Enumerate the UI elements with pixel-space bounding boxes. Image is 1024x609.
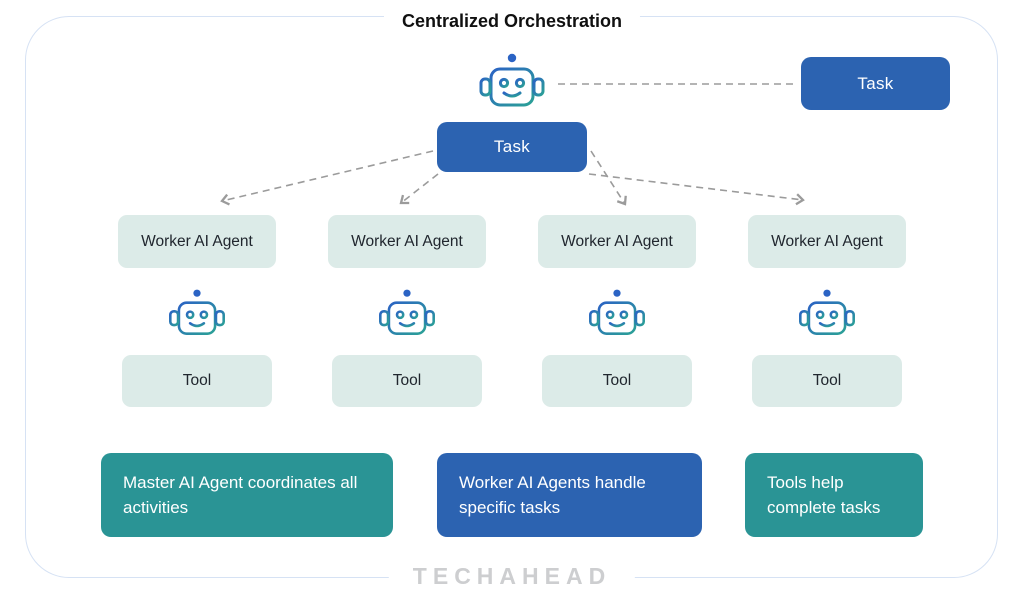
- techahead-logo: TECHAHEAD: [388, 562, 636, 590]
- worker-robot-icon-4: [799, 289, 855, 335]
- worker-robot-icon-3: [589, 289, 645, 335]
- worker-agent-node-3: Worker AI Agent: [538, 215, 696, 268]
- worker-agent-node-2: Worker AI Agent: [328, 215, 486, 268]
- worker-agent-node-4: Worker AI Agent: [748, 215, 906, 268]
- task-to-worker3-arrow: [590, 150, 627, 206]
- legend-tools: Tools help complete tasks: [745, 453, 923, 537]
- tool-node-3: Tool: [542, 355, 692, 407]
- page-title: Centralized Orchestration: [383, 8, 641, 34]
- task-node-right: Task: [801, 57, 950, 110]
- task-to-worker4-arrow: [588, 173, 805, 206]
- worker-agent-node-1: Worker AI Agent: [118, 215, 276, 268]
- task-node-main: Task: [437, 122, 587, 172]
- task-to-worker1-arrow: [220, 150, 434, 206]
- tool-node-2: Tool: [332, 355, 482, 407]
- tool-node-1: Tool: [122, 355, 272, 407]
- legend-worker-agents: Worker AI Agents handle specific tasks: [437, 453, 702, 537]
- task-to-worker2-arrow: [399, 173, 439, 205]
- worker-robot-icon-2: [379, 289, 435, 335]
- worker-robot-icon-1: [169, 289, 225, 335]
- legend-master-agent: Master AI Agent coordinates all activiti…: [101, 453, 393, 537]
- master-robot-icon: [479, 53, 545, 107]
- tool-node-4: Tool: [752, 355, 902, 407]
